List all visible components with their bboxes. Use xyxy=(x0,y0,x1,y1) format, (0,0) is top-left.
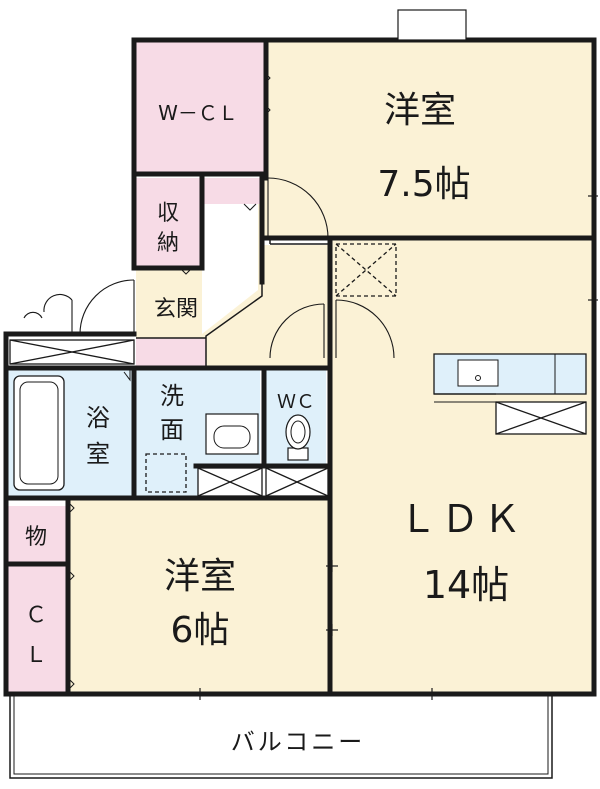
kitchen-storage xyxy=(495,401,587,435)
wcl-fill xyxy=(136,42,264,172)
roof-vent xyxy=(397,9,467,41)
storage-label-top: 収 xyxy=(157,201,179,226)
shoe-cabinet xyxy=(9,339,135,365)
balcony xyxy=(9,694,553,779)
ldk-fill xyxy=(330,238,592,692)
bath-label-top: 浴 xyxy=(86,404,110,432)
laundry-space xyxy=(197,467,329,497)
walls xyxy=(3,37,597,697)
western-room-large-name: 洋室 xyxy=(384,90,456,131)
ldk-size: 14帖 xyxy=(423,563,509,607)
storage-shelf-fill xyxy=(202,178,264,204)
closet-fill xyxy=(8,566,66,692)
western-room-small-name: 洋室 xyxy=(164,556,236,597)
storage-fill xyxy=(136,178,202,268)
entrance-label: 玄関 xyxy=(154,297,198,322)
hall-fill xyxy=(202,204,330,366)
bathtub-icon xyxy=(13,375,65,491)
washer-pan xyxy=(145,453,187,493)
western-room-small-fill xyxy=(70,500,328,692)
pipe-space xyxy=(335,243,397,297)
entrance-fill xyxy=(136,268,202,338)
entrance-step-fill xyxy=(136,338,206,368)
wc-label: ＷＣ xyxy=(277,391,315,413)
storage-small-label: 物 xyxy=(25,525,47,550)
washroom-label-top: 洗 xyxy=(160,382,184,410)
toilet-icon xyxy=(285,414,311,461)
storage-label-bottom: 納 xyxy=(157,231,179,256)
bath-label-bottom: 室 xyxy=(86,440,110,468)
thin-walls xyxy=(136,238,330,366)
closet-label-top: Ｃ xyxy=(25,603,47,628)
ldk-name: ＬＤＫ xyxy=(399,497,525,541)
western-room-small-size: 6帖 xyxy=(171,610,230,651)
storage-small-fill xyxy=(8,506,66,562)
wash-basin-icon xyxy=(205,413,259,455)
fixtures xyxy=(9,243,587,497)
door-swings xyxy=(23,177,395,359)
kitchen-counter xyxy=(433,353,587,403)
washroom-label-bottom: 面 xyxy=(160,416,184,444)
western-room-large-fill xyxy=(264,42,592,238)
western-room-large-size: 7.5帖 xyxy=(377,164,470,205)
closet-label-bottom: Ｌ xyxy=(25,643,47,668)
labels: W－ＣＬ 洋室 7.5帖 収 納 玄関 浴 室 洗 面 ＷＣ ＬＤＫ 14帖 物… xyxy=(25,90,525,756)
balcony-label: バルコニー xyxy=(231,728,366,756)
wcl-label: W－ＣＬ xyxy=(158,101,238,125)
